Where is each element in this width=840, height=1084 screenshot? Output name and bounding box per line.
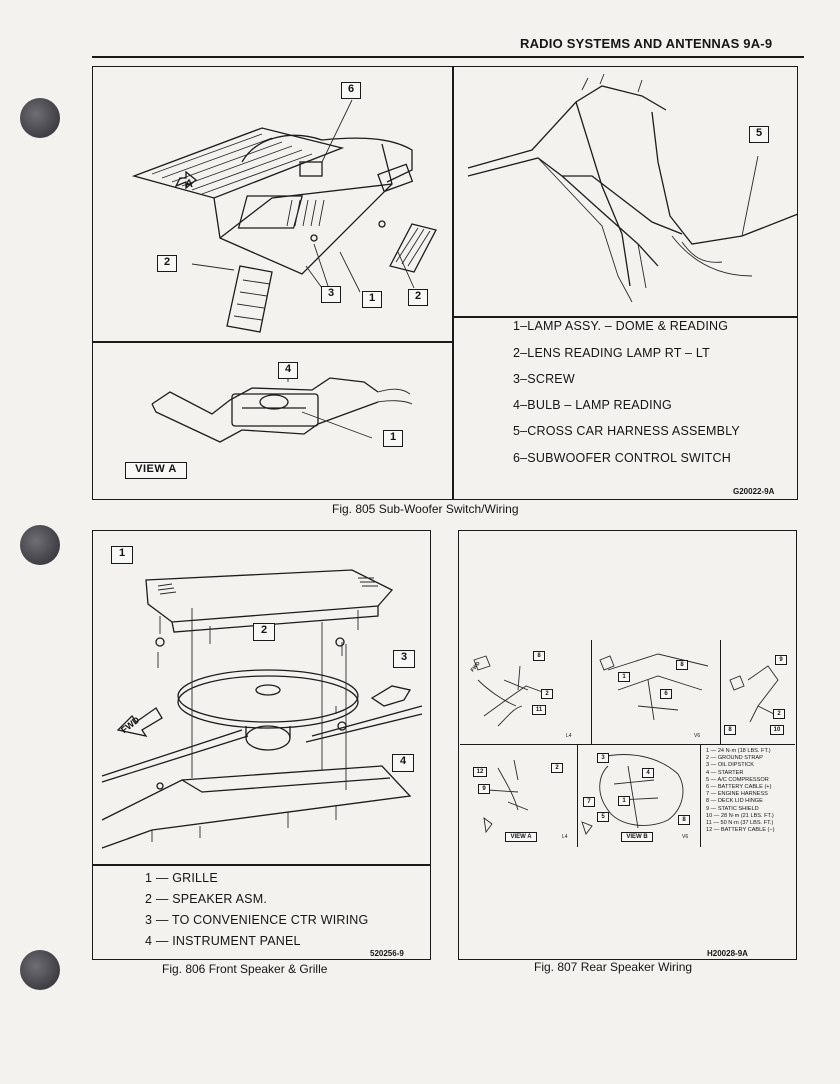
fig805-right-divider <box>452 316 798 318</box>
fig807-view-b: VIEW B <box>621 832 653 842</box>
fig806-legend-item: 3 — TO CONVENIENCE CTR WIRING <box>145 913 369 927</box>
fig806-frame <box>92 530 431 960</box>
fig807-callout: 5 <box>597 812 609 822</box>
fig807-legend-item: 5 — A/C COMPRESSOR <box>706 776 769 783</box>
fig807-legend-item: 9 — STATIC SHIELD <box>706 805 759 812</box>
fig807-callout: 3 <box>597 753 609 763</box>
view-a-label: VIEW A <box>125 462 187 479</box>
fig807-panel-label: L4 <box>566 733 572 739</box>
fig807-frame <box>458 530 797 960</box>
view-a-arrow-label: A <box>185 178 193 190</box>
fig805-legend-item: 3–SCREW <box>513 372 575 386</box>
binder-hole <box>20 950 60 990</box>
fig807-callout: 8 <box>676 660 688 670</box>
fig807-legend-item: 3 — OIL DIPSTICK <box>706 762 754 769</box>
callout-1-bulb: 1 <box>383 430 403 447</box>
fig807-view-a: VIEW A <box>505 832 537 842</box>
fig807-callout: 12 <box>473 767 487 777</box>
fig805-legend-item: 4–BULB – LAMP READING <box>513 398 672 412</box>
callout-1-grille: 1 <box>111 546 133 564</box>
fig806-caption: Fig. 806 Front Speaker & Grille <box>162 962 328 976</box>
fig807-legend: 1 — 24 N·m (18 LBS. FT.) 2 — GROUND STRA… <box>706 748 775 834</box>
fig807-callout: 7 <box>583 797 595 807</box>
fig807-callout: 11 <box>532 705 546 715</box>
callout-3: 3 <box>321 286 341 303</box>
rear-speaker-wiring-illustration <box>473 653 779 835</box>
callout-2-left: 2 <box>157 255 177 272</box>
fig807-v-divider <box>720 640 721 744</box>
callout-2-speaker: 2 <box>253 623 275 641</box>
binder-hole <box>20 525 60 565</box>
fig807-callout: 9 <box>775 655 787 665</box>
fig805-legend-item: 2–LENS READING LAMP RT – LT <box>513 346 710 360</box>
binder-hole <box>20 98 60 138</box>
callout-4: 4 <box>278 362 298 379</box>
callout-3-wiring: 3 <box>393 650 415 668</box>
fig805-vertical-divider <box>452 66 454 500</box>
fig806-legend-item: 1 — GRILLE <box>145 871 218 885</box>
fig807-callout: 8 <box>724 725 736 735</box>
harness-illustration <box>467 73 799 303</box>
fig807-callout: 8 <box>533 651 545 661</box>
fig806-code: 520256-9 <box>370 949 404 958</box>
fig807-code: H20028-9A <box>707 949 748 958</box>
fig807-caption: Fig. 807 Rear Speaker Wiring <box>534 960 693 974</box>
fig807-panel-label: L4 <box>562 834 568 840</box>
fig807-v-divider <box>591 640 592 744</box>
callout-2-right: 2 <box>408 289 428 306</box>
front-speaker-illustration <box>101 569 423 849</box>
fig805-legend-item: 6–SUBWOOFER CONTROL SWITCH <box>513 451 731 465</box>
fig807-callout: 4 <box>642 768 654 778</box>
page-header: RADIO SYSTEMS AND ANTENNAS 9A-9 <box>520 36 773 51</box>
fig807-legend-item: 7 — ENGINE HARNESS <box>706 791 768 798</box>
fig807-callout: 2 <box>773 709 785 719</box>
fig807-legend-item: 1 — 24 N·m (18 LBS. FT.) <box>706 748 771 754</box>
fig807-legend-item: 6 — BATTERY CABLE (+) <box>706 784 772 791</box>
fig806-divider <box>92 864 431 866</box>
dome-lamp-illustration <box>131 99 437 333</box>
callout-1: 1 <box>362 291 382 308</box>
fig807-legend-item: 2 — GROUND STRAP <box>706 755 763 762</box>
fig807-legend-item: 8 — DECK LID HINGE <box>706 798 763 805</box>
fig805-frame <box>92 66 798 500</box>
fig807-v-divider <box>577 745 578 847</box>
fig807-callout: 6 <box>660 689 672 699</box>
fig806-legend-item: 2 — SPEAKER ASM. <box>145 892 267 906</box>
fig807-legend-item: 10 — 28 N·m (21 LBS. FT.) <box>706 812 774 819</box>
fig805-legend-item: 5–CROSS CAR HARNESS ASSEMBLY <box>513 424 740 438</box>
fig807-panel-label: V6 <box>694 733 701 739</box>
fig807-callout: 9 <box>478 784 490 794</box>
fig807-callout: 1 <box>618 672 630 682</box>
fig807-callout: 10 <box>770 725 784 735</box>
fig806-legend-item: 4 — INSTRUMENT PANEL <box>145 934 301 948</box>
fig807-callout: 8 <box>678 815 690 825</box>
callout-4-panel: 4 <box>392 754 414 772</box>
callout-6: 6 <box>341 82 361 99</box>
fig807-h-divider <box>460 744 795 745</box>
header-rule <box>92 56 804 58</box>
fig805-caption: Fig. 805 Sub-Woofer Switch/Wiring <box>332 502 519 516</box>
fig805-legend-item: 1–LAMP ASSY. – DOME & READING <box>513 319 729 333</box>
fig807-legend-item: 11 — 50 N·m (37 LBS. FT.) <box>706 820 774 827</box>
fig807-callout: 2 <box>541 689 553 699</box>
fig807-v-divider <box>700 745 701 847</box>
fig807-callout: 1 <box>618 796 630 806</box>
fig805-left-divider <box>92 341 452 343</box>
fig805-code: G20022-9A <box>733 487 775 496</box>
fig807-panel-label: V6 <box>682 834 689 840</box>
fig807-legend-item: 4 — STARTER <box>706 769 744 776</box>
callout-5: 5 <box>749 126 769 143</box>
fig807-callout: 2 <box>551 763 563 773</box>
fig807-legend-item: 12 — BATTERY CABLE (−) <box>706 827 775 834</box>
